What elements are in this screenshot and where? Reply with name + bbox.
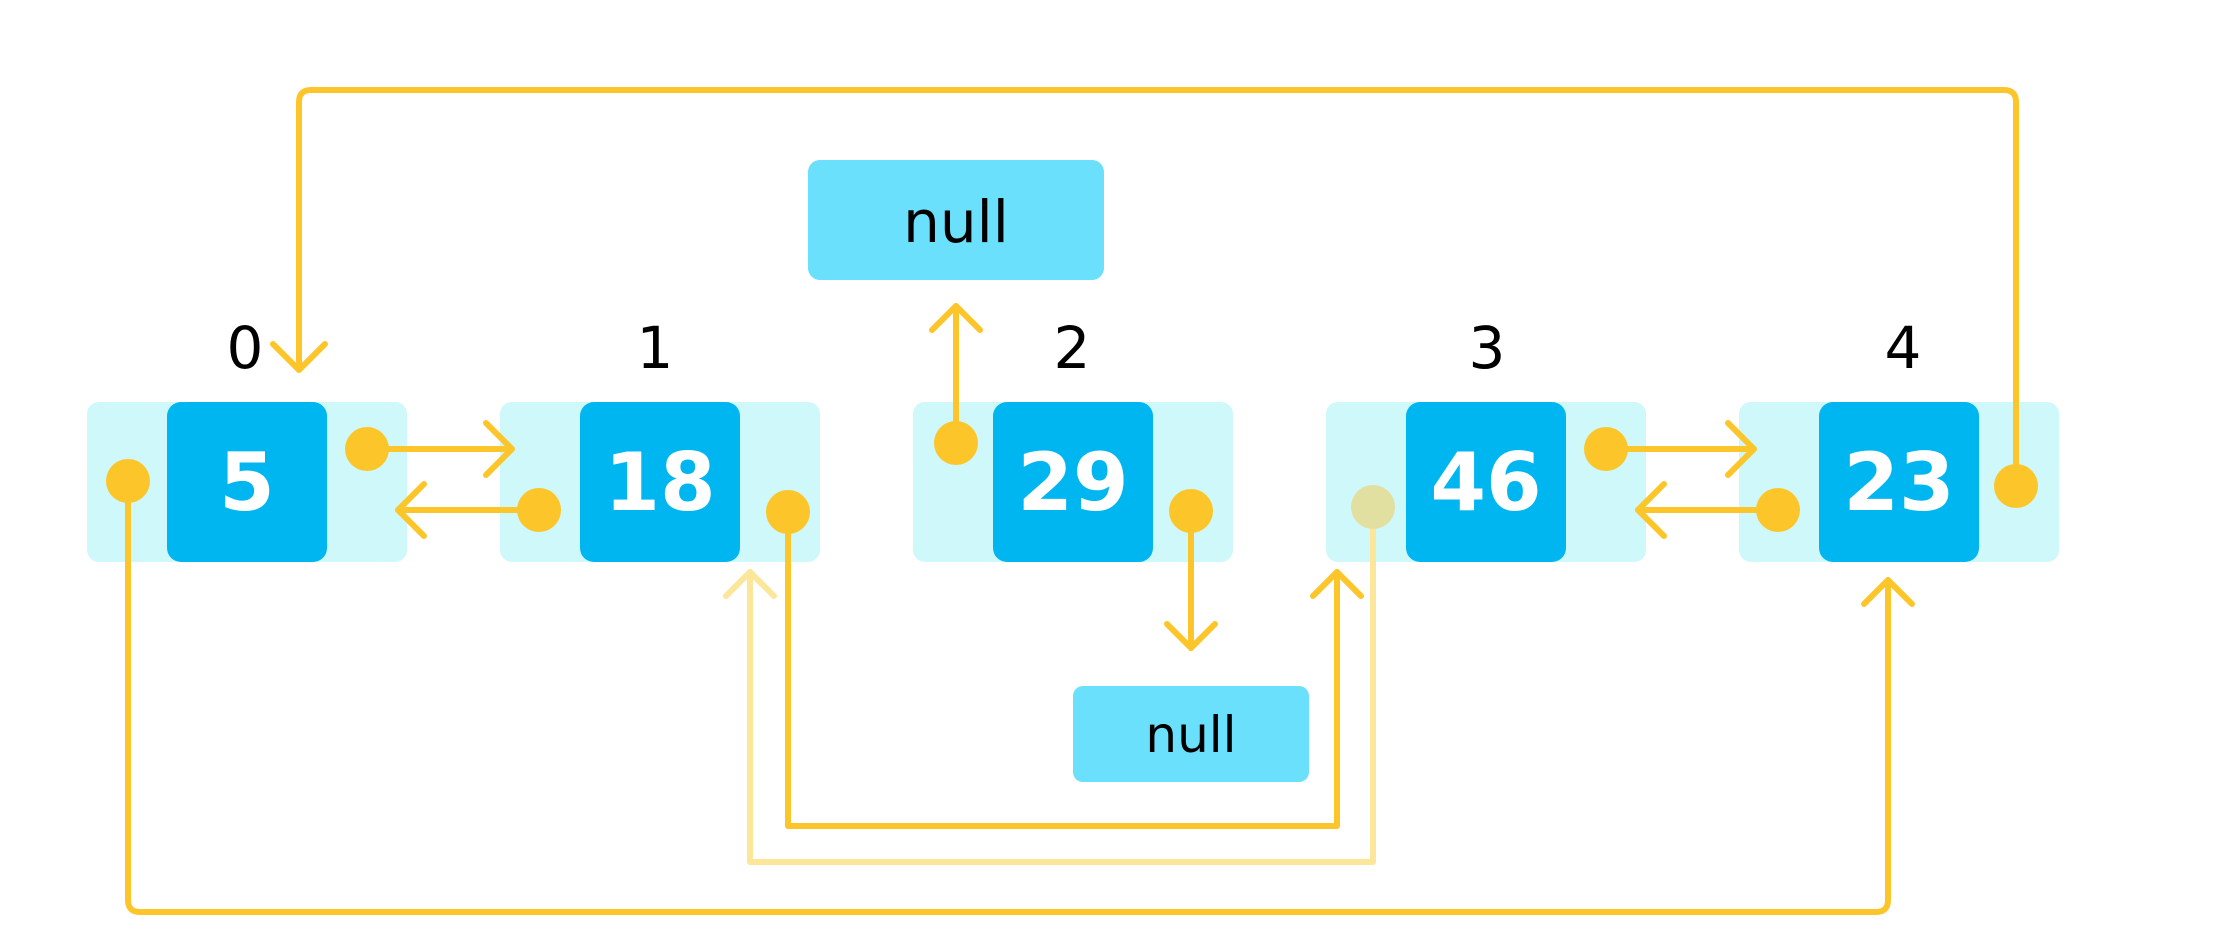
pointer-node1-next-to-node3: [766, 490, 1364, 829]
pointer-node3-next-to-node4: [1584, 420, 1757, 478]
node-4-index: 4: [1885, 314, 1922, 382]
pointer-node4-next-to-node0: [270, 87, 2038, 508]
node-1-index: 1: [637, 314, 674, 382]
node-4-value: 23: [1843, 436, 1954, 529]
pointer-node2-prev-to-null: [929, 303, 983, 465]
pointer-node4-prev-to-node3: [1635, 481, 1800, 539]
pointer-node0-next-to-node1: [345, 420, 515, 478]
node-1-value-box: [580, 402, 740, 562]
node-0-index: 0: [227, 314, 264, 382]
node-4-value-box: [1819, 402, 1979, 562]
node-2-index: 2: [1054, 314, 1091, 382]
null-top-label: null: [903, 188, 1009, 256]
node-2-value-box: [993, 402, 1153, 562]
null-bottom-box: [1073, 686, 1309, 782]
null-top-box: [808, 160, 1104, 280]
pointer-node1-prev-to-node0: [395, 481, 561, 539]
node-3-index: 3: [1469, 314, 1506, 382]
pointer-node3-prev-to-node1: [723, 485, 1395, 865]
node-3-value: 46: [1430, 436, 1541, 529]
node-3-value-box: [1406, 402, 1566, 562]
node-2-value: 29: [1017, 436, 1128, 529]
pointer-node0-prev-to-node4: [106, 459, 1915, 915]
pointer-node2-next-to-null: [1164, 489, 1218, 651]
node-0-value: 5: [219, 436, 275, 529]
node-0-value-box: [167, 402, 327, 562]
node-1-value: 18: [604, 436, 715, 529]
null-bottom-label: null: [1145, 706, 1236, 764]
